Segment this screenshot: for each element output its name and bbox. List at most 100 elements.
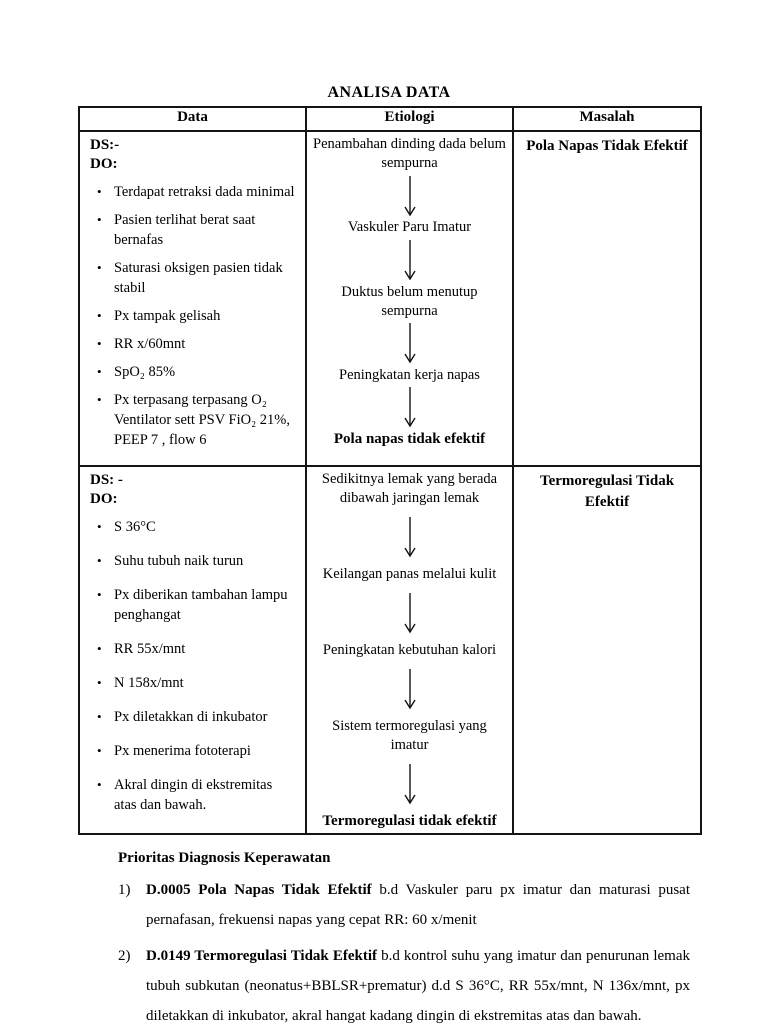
priority-text: D.0005 Pola Napas Tidak Efektif b.d Vask…: [146, 875, 690, 935]
priorities-heading: Prioritas Diagnosis Keperawatan: [118, 850, 331, 866]
data-item-text: Px tampak gelisah: [114, 308, 221, 324]
down-arrow-icon: [403, 668, 417, 710]
bullet-icon: •: [97, 641, 102, 656]
etiologi-result: Termoregulasi tidak efektif: [322, 813, 497, 829]
down-arrow-icon: [403, 763, 417, 805]
priorities-list: 1) D.0005 Pola Napas Tidak Efektif b.d V…: [118, 875, 690, 1024]
bullet-icon: •: [97, 184, 102, 199]
list-item: • Pasien terlihat berat saat bernafas: [90, 210, 299, 250]
bullet-icon: •: [97, 553, 102, 568]
etiologi-result: Pola napas tidak efektif: [333, 431, 486, 447]
etiologi-cell: Sedikitnya lemak yang berada dibawah jar…: [305, 465, 514, 835]
data-item-text: Akral dingin di ekstremitas atas dan baw…: [114, 777, 273, 813]
bullet-icon: •: [97, 260, 102, 275]
etiologi-step: Peningkatan kerja napas: [339, 366, 480, 383]
data-item-text: Suhu tubuh naik turun: [114, 553, 244, 569]
priorities-section: Prioritas Diagnosis Keperawatan 1) D.000…: [118, 847, 690, 1024]
data-item-text: Px diberikan tambahan lampu penghangat: [114, 587, 288, 623]
list-item: • Saturasi oksigen pasien tidak stabil: [90, 258, 299, 298]
etiologi-step: Sedikitnya lemak yang berada dibawah jar…: [321, 471, 498, 506]
table-header-masalah: Masalah: [512, 106, 702, 132]
bullet-icon: •: [97, 743, 102, 758]
etiologi-flowchart: Sedikitnya lemak yang berada dibawah jar…: [313, 470, 506, 830]
etiologi-step: Keilangan panas melalui kulit: [322, 566, 497, 582]
etiologi-step: Penambahan dinding dada belum sempurna: [313, 136, 506, 171]
data-item-text: RR 55x/mnt: [114, 641, 186, 657]
priority-diagnosis-code: D.0149 Termoregulasi Tidak Efektif: [146, 948, 378, 964]
data-item-text: N 158x/mnt: [114, 675, 184, 691]
do-label: DO:: [90, 491, 118, 507]
etiologi-step: Vaskuler Paru Imatur: [347, 219, 472, 236]
analisa-data-table: Data Etiologi Masalah DS:- DO: • Terdapat…: [78, 106, 702, 835]
bullet-icon: •: [97, 777, 102, 792]
data-item-text: Px diletakkan di inkubator: [114, 709, 268, 725]
down-arrow-icon: [403, 239, 417, 281]
etiologi-step: Sistem termoregulasi yang imatur: [332, 718, 487, 753]
masalah-cell: Termoregulasi Tidak Efektif: [512, 465, 702, 835]
priority-description: b.d Vaskuler paru px imatur dan maturasi…: [146, 882, 690, 928]
down-arrow-icon: [403, 592, 417, 634]
bullet-icon: •: [97, 519, 102, 534]
list-item: • S 36°C: [90, 517, 299, 537]
down-arrow-icon: [403, 386, 417, 428]
table-header-etiologi: Etiologi: [305, 106, 514, 132]
list-item: • Px tampak gelisah: [90, 306, 299, 326]
list-item: • RR 55x/mnt: [90, 639, 299, 659]
bullet-icon: •: [97, 675, 102, 690]
bullet-icon: •: [97, 392, 102, 407]
bullet-icon: •: [97, 364, 102, 379]
list-item: • Px diletakkan di inkubator: [90, 707, 299, 727]
data-item-text: Px terpasang terpasang O₂ Ventilator set…: [114, 392, 290, 448]
masalah-text: Termoregulasi Tidak Efektif: [539, 473, 675, 510]
etiologi-flowchart: Penambahan dinding dada belum sempurna V…: [313, 135, 506, 462]
list-item: • Terdapat retraksi dada minimal: [90, 182, 299, 202]
etiologi-cell: Penambahan dinding dada belum sempurna V…: [305, 130, 514, 467]
data-item-text: SpO₂ 85%: [114, 364, 176, 380]
down-arrow-icon: [403, 516, 417, 558]
priority-diagnosis-code: D.0005 Pola Napas Tidak Efektif: [146, 882, 372, 898]
page-title: ANALISA DATA: [327, 84, 451, 101]
masalah-text: Pola Napas Tidak Efektif: [526, 138, 688, 154]
data-items-list: • Terdapat retraksi dada minimal • Pasien …: [90, 182, 299, 450]
priority-number: 1): [118, 882, 131, 898]
list-item: • Px menerima fototerapi: [90, 741, 299, 761]
data-cell: DS: - DO: • S 36°C • Suhu tubuh naik turun…: [78, 465, 307, 835]
list-item: • SpO₂ 85%: [90, 362, 299, 382]
document-content: ANALISA DATA Data Etiologi Masalah DS:- …: [78, 84, 702, 1024]
bullet-icon: •: [97, 212, 102, 227]
priority-description: b.d kontrol suhu yang imatur dan penurun…: [146, 948, 690, 1024]
table-row: DS:- DO: • Terdapat retraksi dada minimal…: [78, 130, 702, 467]
list-item: • Suhu tubuh naik turun: [90, 551, 299, 571]
list-item: • Px diberikan tambahan lampu penghangat: [90, 585, 299, 625]
list-item: • Px terpasang terpasang O₂ Ventilator se…: [90, 390, 299, 450]
data-items-list: • S 36°C • Suhu tubuh naik turun • Px diber…: [90, 517, 299, 815]
bullet-icon: •: [97, 336, 102, 351]
down-arrow-icon: [403, 175, 417, 217]
data-cell: DS:- DO: • Terdapat retraksi dada minimal…: [78, 130, 307, 467]
ds-label: DS:-: [90, 137, 120, 153]
list-item: • RR x/60mnt: [90, 334, 299, 354]
data-item-text: Saturasi oksigen pasien tidak stabil: [114, 260, 283, 296]
data-item-text: S 36°C: [114, 519, 156, 535]
etiologi-step: Duktus belum menutup sempurna: [341, 283, 478, 319]
bullet-icon: •: [97, 308, 102, 323]
etiologi-step: Peningkatan kebutuhan kalori: [322, 642, 497, 658]
list-item: • Akral dingin di ekstremitas atas dan ba…: [90, 775, 299, 815]
table-header-row: Data Etiologi Masalah: [78, 106, 702, 132]
data-item-text: Terdapat retraksi dada minimal: [114, 184, 295, 200]
table-header-data: Data: [78, 106, 307, 132]
down-arrow-icon: [403, 322, 417, 364]
priority-text: D.0149 Termoregulasi Tidak Efektif b.d k…: [146, 941, 690, 1024]
priority-number: 2): [118, 948, 131, 964]
masalah-cell: Pola Napas Tidak Efektif: [512, 130, 702, 467]
data-item-text: RR x/60mnt: [114, 336, 186, 352]
ds-label: DS: -: [90, 472, 123, 488]
do-label: DO:: [90, 156, 118, 172]
bullet-icon: •: [97, 587, 102, 602]
bullet-icon: •: [97, 709, 102, 724]
data-item-text: Px menerima fototerapi: [114, 743, 251, 759]
data-item-text: Pasien terlihat berat saat bernafas: [114, 212, 256, 248]
list-item: • N 158x/mnt: [90, 673, 299, 693]
priority-item: 2) D.0149 Termoregulasi Tidak Efektif b.…: [118, 941, 690, 1024]
